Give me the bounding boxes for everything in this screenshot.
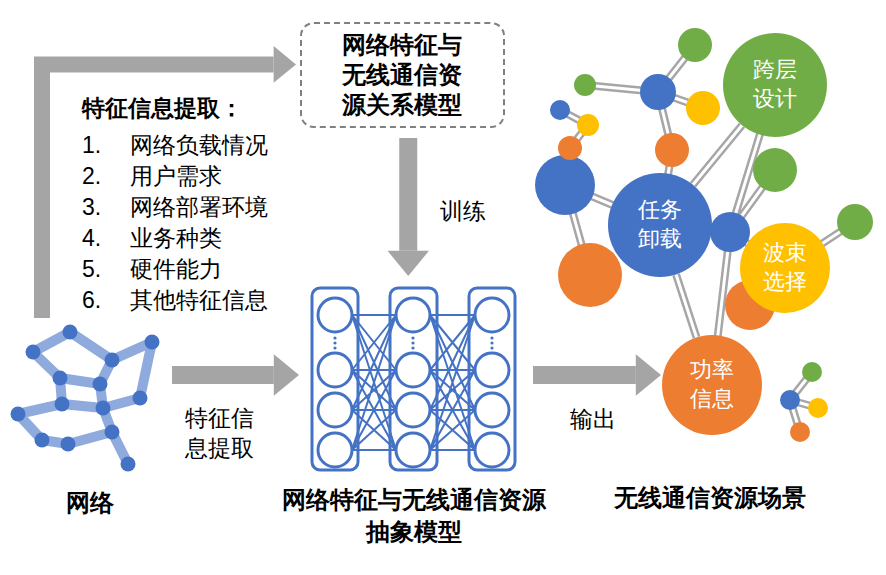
list-item: 3. 网络部署环境 (82, 193, 268, 223)
list-heading: 特征信息提取： (82, 94, 243, 124)
arrow-shaft (533, 366, 636, 384)
list-item: 6. 其他特征信息 (82, 286, 268, 316)
edge-label: 输出 (570, 405, 616, 435)
blue-atoms (535, 74, 800, 410)
arrow-shaft (172, 366, 274, 384)
neural-network-figure: 网络特征与无线通信资源抽象模型 (305, 282, 523, 476)
block-arrow (388, 138, 429, 276)
list-item: 4. 业务种类 (82, 224, 222, 254)
arrow-head (274, 46, 296, 83)
arrow-shaft (42, 64, 274, 318)
mesh-nodes (11, 325, 160, 472)
bond-inner (676, 274, 696, 337)
bond-outer (676, 274, 696, 337)
orange-atoms (558, 133, 810, 442)
circle-label: 功率信息 (689, 356, 735, 413)
block-arrow (533, 354, 661, 395)
orange-circle: 功率信息 (662, 335, 762, 435)
neuron-links (352, 315, 475, 450)
blue-circle: 任务卸载 (608, 173, 712, 277)
list-item: 5. 硬件能力 (82, 255, 222, 285)
box-label: 网络特征与无线通信资源关系模型 (340, 30, 465, 120)
network-figure: 网络 (8, 318, 172, 483)
ellipsis-dots (333, 336, 493, 349)
figure-caption: 网络特征与无线通信资源抽象模型 (280, 484, 549, 549)
yellow-circle: 波束选择 (740, 223, 830, 313)
arrow-head (274, 354, 299, 395)
block-arrow (42, 46, 296, 318)
circle-label: 跨层设计 (752, 56, 798, 113)
circle-label: 波束选择 (762, 239, 808, 296)
figure-caption: 无线通信资源场景 (602, 482, 818, 514)
mesh-links (18, 332, 152, 464)
edge-label: 特征信息提取 (184, 404, 255, 464)
circle-label: 任务卸载 (637, 196, 683, 253)
green-circle: 跨层设计 (723, 33, 827, 137)
bond-inner (693, 125, 742, 185)
block-arrow (172, 354, 299, 395)
bond-connector (676, 274, 696, 337)
arrow-head (636, 354, 661, 395)
figure-caption: 网络 (42, 487, 138, 519)
green-atoms (574, 28, 873, 382)
network-mesh (11, 325, 160, 472)
bond-connector (693, 125, 742, 185)
arrow-head (388, 251, 429, 276)
bond-outer (693, 125, 742, 185)
list-item: 1. 网络负载情况 (82, 131, 268, 161)
scene-figure: 无线通信资源场景跨层设计任务卸载波束选择功率信息 (540, 10, 880, 472)
neural-network (312, 288, 515, 470)
arrow-shaft (399, 138, 417, 251)
neuron-layers (312, 288, 515, 470)
neurons (318, 298, 509, 467)
list-item: 2. 用户需求 (82, 162, 222, 192)
model-box: 网络特征与无线通信资源关系模型 (300, 22, 505, 128)
edge-label: 训练 (440, 197, 486, 227)
